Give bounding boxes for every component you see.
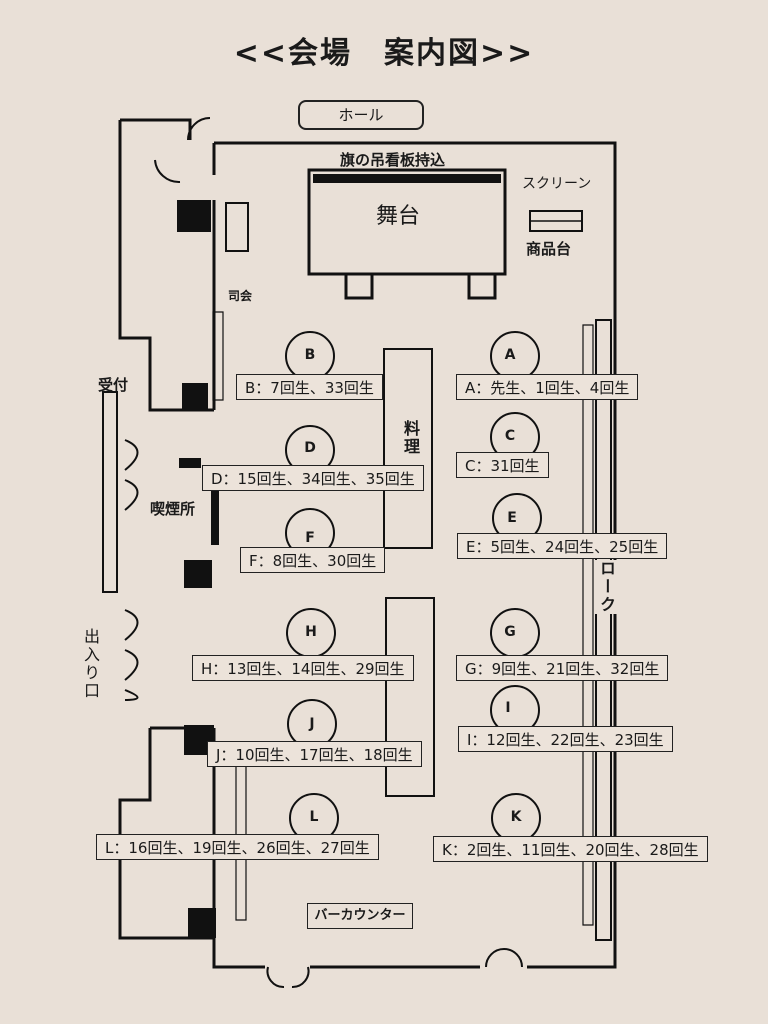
table-letter-e: E bbox=[507, 510, 517, 526]
reception-label: 受付 bbox=[98, 376, 129, 394]
table-label-h: H：13回生、14回生、29回生 bbox=[192, 655, 414, 681]
table-label-c: C：31回生 bbox=[456, 452, 549, 478]
table-label-j: J：10回生、17回生、18回生 bbox=[207, 741, 422, 767]
table-label-f: F：8回生、30回生 bbox=[240, 547, 386, 573]
table-label-g: G：9回生、21回生、32回生 bbox=[456, 655, 669, 681]
table-letter-d: D bbox=[304, 440, 316, 456]
mc-label: 司会 bbox=[228, 289, 253, 303]
table-letter-a: A bbox=[504, 347, 516, 363]
table-letter-f: F bbox=[305, 530, 315, 546]
food-label: 料理 bbox=[401, 420, 420, 456]
table-letter-b: B bbox=[304, 347, 316, 363]
screen-label: スクリーン bbox=[522, 176, 592, 192]
table-label-e: E：5回生、24回生、25回生 bbox=[457, 533, 668, 559]
cloak-label: ローク bbox=[594, 560, 618, 614]
table-letter-l: L bbox=[309, 809, 319, 825]
stage-label: 舞台 bbox=[376, 204, 421, 229]
goods-table-label: 商品台 bbox=[526, 240, 572, 258]
hall-label: ホール bbox=[298, 100, 424, 130]
table-label-k: K：2回生、11回生、20回生、28回生 bbox=[433, 836, 708, 862]
banner-label: 旗の吊看板持込 bbox=[340, 151, 446, 169]
table-letter-h: H bbox=[305, 624, 317, 640]
table-label-a: A：先生、1回生、4回生 bbox=[456, 374, 639, 400]
table-label-l: L：16回生、19回生、26回生、27回生 bbox=[96, 834, 379, 860]
table-letter-g: G bbox=[504, 624, 516, 640]
table-letter-c: C bbox=[504, 428, 516, 444]
entrance-label: 出入り口 bbox=[81, 628, 100, 700]
page-title: <<会場 案内図>> bbox=[233, 36, 535, 71]
table-letter-i: I bbox=[505, 700, 511, 716]
bar-counter-label: バーカウンター bbox=[307, 903, 413, 929]
table-letter-k: K bbox=[510, 809, 522, 825]
smoking-label: 喫煙所 bbox=[150, 500, 196, 518]
table-label-i: I：12回生、22回生、23回生 bbox=[458, 726, 673, 752]
table-label-d: D：15回生、34回生、35回生 bbox=[202, 465, 424, 491]
table-letter-j: J bbox=[309, 716, 315, 732]
table-label-b: B：7回生、33回生 bbox=[236, 374, 383, 400]
